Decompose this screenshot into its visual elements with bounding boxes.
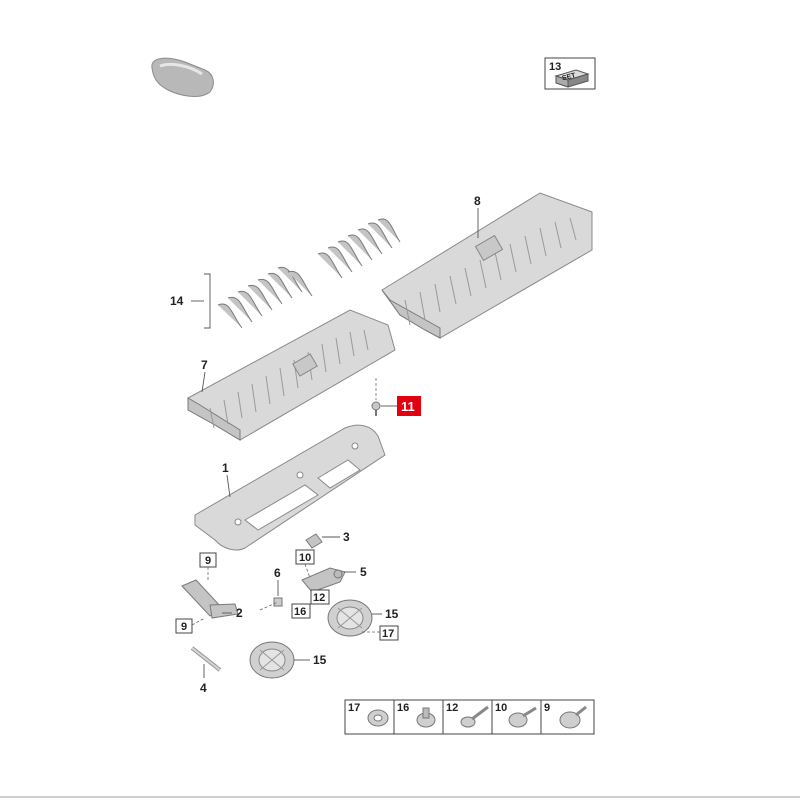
part-6-pin[interactable]	[273, 597, 283, 607]
clip-nut-icon	[367, 709, 389, 727]
part-7-ribs	[209, 329, 369, 429]
legend-number: 9	[544, 702, 550, 714]
callout-15-upper[interactable]: 15	[385, 607, 399, 621]
part-4-strut[interactable]	[190, 646, 222, 672]
callout-1[interactable]: 1	[222, 461, 229, 475]
ref-box-16[interactable]: 16	[291, 603, 311, 619]
part-14-slats-right[interactable]	[317, 218, 401, 279]
part-14-slats-left[interactable]	[217, 266, 313, 329]
ref-12: 12	[313, 592, 325, 604]
callout-15-lower[interactable]: 15	[313, 653, 327, 667]
ref-box-17[interactable]: 17	[379, 625, 399, 641]
ref-box-10[interactable]: 10	[295, 549, 315, 565]
part-15-lower-speaker[interactable]	[249, 641, 295, 679]
ref-16: 16	[294, 606, 306, 618]
callout-11: 11	[401, 399, 415, 414]
part-11-clip[interactable]	[371, 401, 381, 416]
part-1-frame[interactable]	[194, 424, 386, 551]
part-7-middle-panel[interactable]	[187, 309, 396, 441]
legend-item-9[interactable]: 9	[544, 702, 587, 729]
part-5-latch[interactable]	[301, 567, 346, 593]
frame-opening-left	[244, 484, 319, 531]
ref-box-9-lower[interactable]: 9	[175, 618, 193, 634]
legend-number: 10	[495, 702, 507, 714]
bolt-flange-icon	[508, 706, 537, 728]
callout-8[interactable]: 8	[474, 194, 481, 208]
dash-6	[259, 601, 279, 611]
callout-2[interactable]: 2	[236, 606, 243, 620]
dash-10	[304, 563, 311, 579]
legend-number: 16	[397, 702, 409, 714]
callout-3[interactable]: 3	[343, 530, 350, 544]
legend-number: 12	[446, 702, 458, 714]
callout-5[interactable]: 5	[360, 565, 367, 579]
legend-item-16[interactable]: 16	[397, 702, 436, 728]
part-8-upper-panel[interactable]	[381, 192, 593, 339]
part-8-ribs	[404, 217, 577, 326]
set-label: SET	[561, 72, 577, 82]
set-reference-box[interactable]: 13 SET	[544, 57, 596, 90]
callout-14[interactable]: 14	[170, 294, 184, 308]
legend-item-12[interactable]: 12	[446, 702, 489, 728]
frame-opening-right	[317, 459, 361, 489]
screw-long-icon	[460, 705, 489, 728]
leader-7	[201, 371, 206, 393]
dash-9-lower	[191, 617, 206, 626]
part-2-hinge[interactable]	[181, 579, 239, 619]
push-clip-icon	[416, 707, 436, 728]
leader-1	[226, 474, 231, 498]
vehicle-icon	[151, 57, 214, 97]
bracket-14	[204, 273, 211, 329]
ref-10: 10	[299, 552, 311, 564]
legend-item-17[interactable]: 17	[348, 702, 389, 727]
set-number: 13	[549, 61, 561, 73]
callout-7[interactable]: 7	[201, 358, 208, 372]
set-box-icon: SET	[554, 69, 590, 88]
part-3-bracket[interactable]	[305, 533, 323, 549]
legend-number: 17	[348, 702, 360, 714]
callout-11-highlight[interactable]: 11	[397, 396, 421, 416]
legend-item-10[interactable]: 10	[495, 702, 537, 728]
part-15-upper-speaker[interactable]	[327, 599, 373, 637]
fastener-legend: 17 16 12 10	[344, 699, 595, 735]
ref-9-lower: 9	[181, 621, 187, 633]
ref-box-9-upper[interactable]: 9	[199, 552, 217, 568]
ref-9-upper: 9	[205, 555, 211, 567]
callout-4[interactable]: 4	[200, 681, 207, 695]
ref-17: 17	[382, 628, 394, 640]
ref-box-12[interactable]: 12	[310, 589, 330, 605]
screw-round-icon	[559, 705, 587, 729]
callout-6[interactable]: 6	[274, 566, 281, 580]
